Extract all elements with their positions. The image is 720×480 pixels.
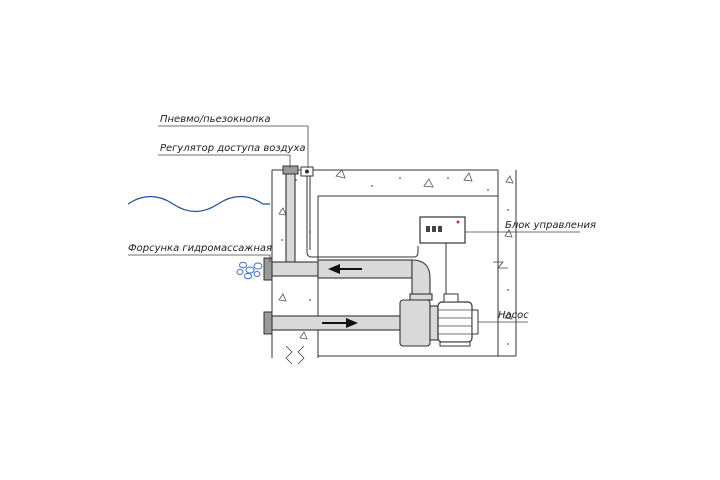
flow-arrow-suction [322, 318, 358, 328]
control-unit [419, 216, 466, 300]
pump [399, 293, 479, 347]
pneumo-button [300, 166, 419, 258]
label-pump: Насос [498, 310, 529, 321]
label-air-regulator: Регулятор доступа воздуха [160, 143, 306, 154]
massage-nozzle [263, 257, 319, 281]
return-pipe [317, 259, 433, 301]
flow-arrow-return [328, 264, 362, 274]
leader-lines [128, 125, 580, 323]
air-bubbles [236, 261, 263, 280]
label-control-unit: Блок управления [505, 220, 596, 231]
label-pneumo-button: Пневмо/пьезокнопка [160, 114, 271, 125]
label-massage-nozzle: Форсунка гидромассажная [128, 243, 272, 254]
water-surface-wave [127, 195, 270, 213]
